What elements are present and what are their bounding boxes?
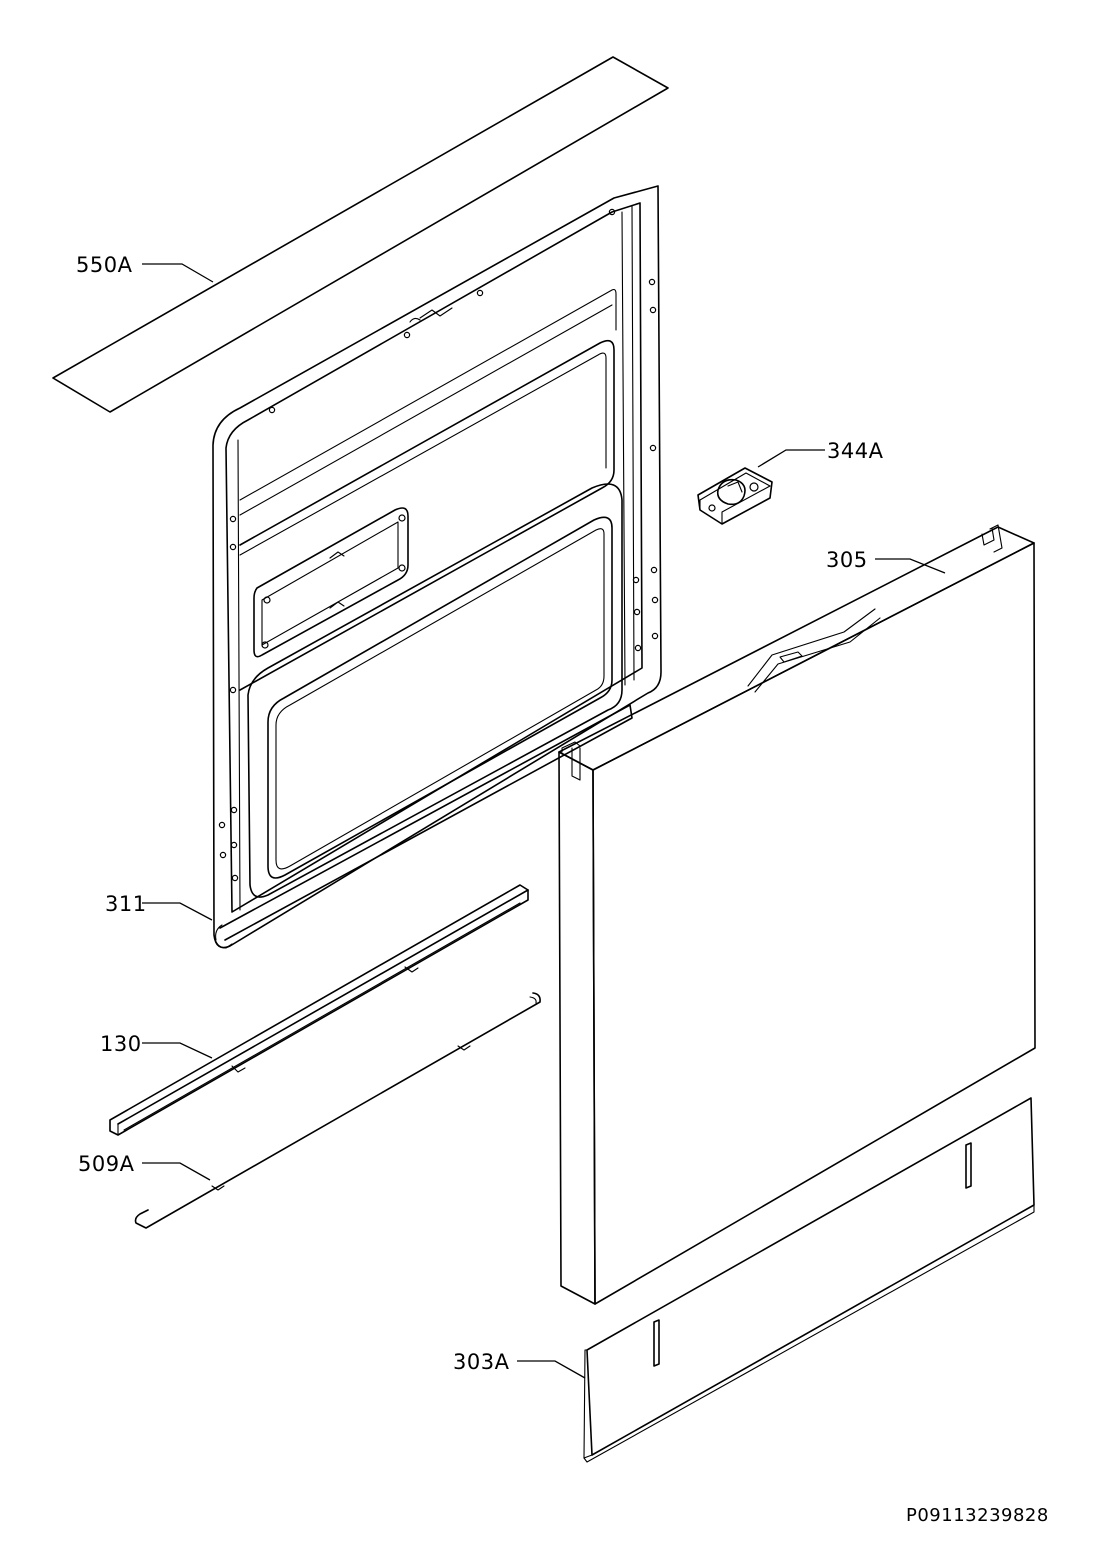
callout-305: 305 bbox=[826, 548, 868, 572]
part-303a-kick-panel bbox=[583, 1097, 1035, 1463]
leader-550a bbox=[142, 263, 214, 283]
part-305-outer-door-panel bbox=[558, 524, 1036, 1305]
part-344a-latch bbox=[697, 467, 773, 525]
leader-303a bbox=[517, 1360, 586, 1379]
leader-130 bbox=[142, 1042, 213, 1059]
callout-130: 130 bbox=[100, 1032, 142, 1056]
part-550a-strip bbox=[52, 56, 669, 413]
callout-509a: 509A bbox=[78, 1152, 135, 1176]
callout-311: 311 bbox=[105, 892, 147, 916]
leader-lines bbox=[142, 263, 946, 1379]
leader-344a bbox=[757, 449, 825, 468]
callout-550a: 550A bbox=[76, 253, 133, 277]
part-130-seal bbox=[109, 884, 529, 1136]
callout-303a: 303A bbox=[453, 1350, 510, 1374]
part-311-inner-door bbox=[212, 185, 662, 949]
leader-305 bbox=[875, 558, 946, 574]
callout-344a: 344A bbox=[827, 439, 884, 463]
leader-311 bbox=[142, 902, 213, 921]
part-509a-wire-rod bbox=[134, 992, 541, 1229]
leader-509a bbox=[142, 1162, 211, 1181]
document-number: P09113239828 bbox=[906, 1505, 1049, 1526]
